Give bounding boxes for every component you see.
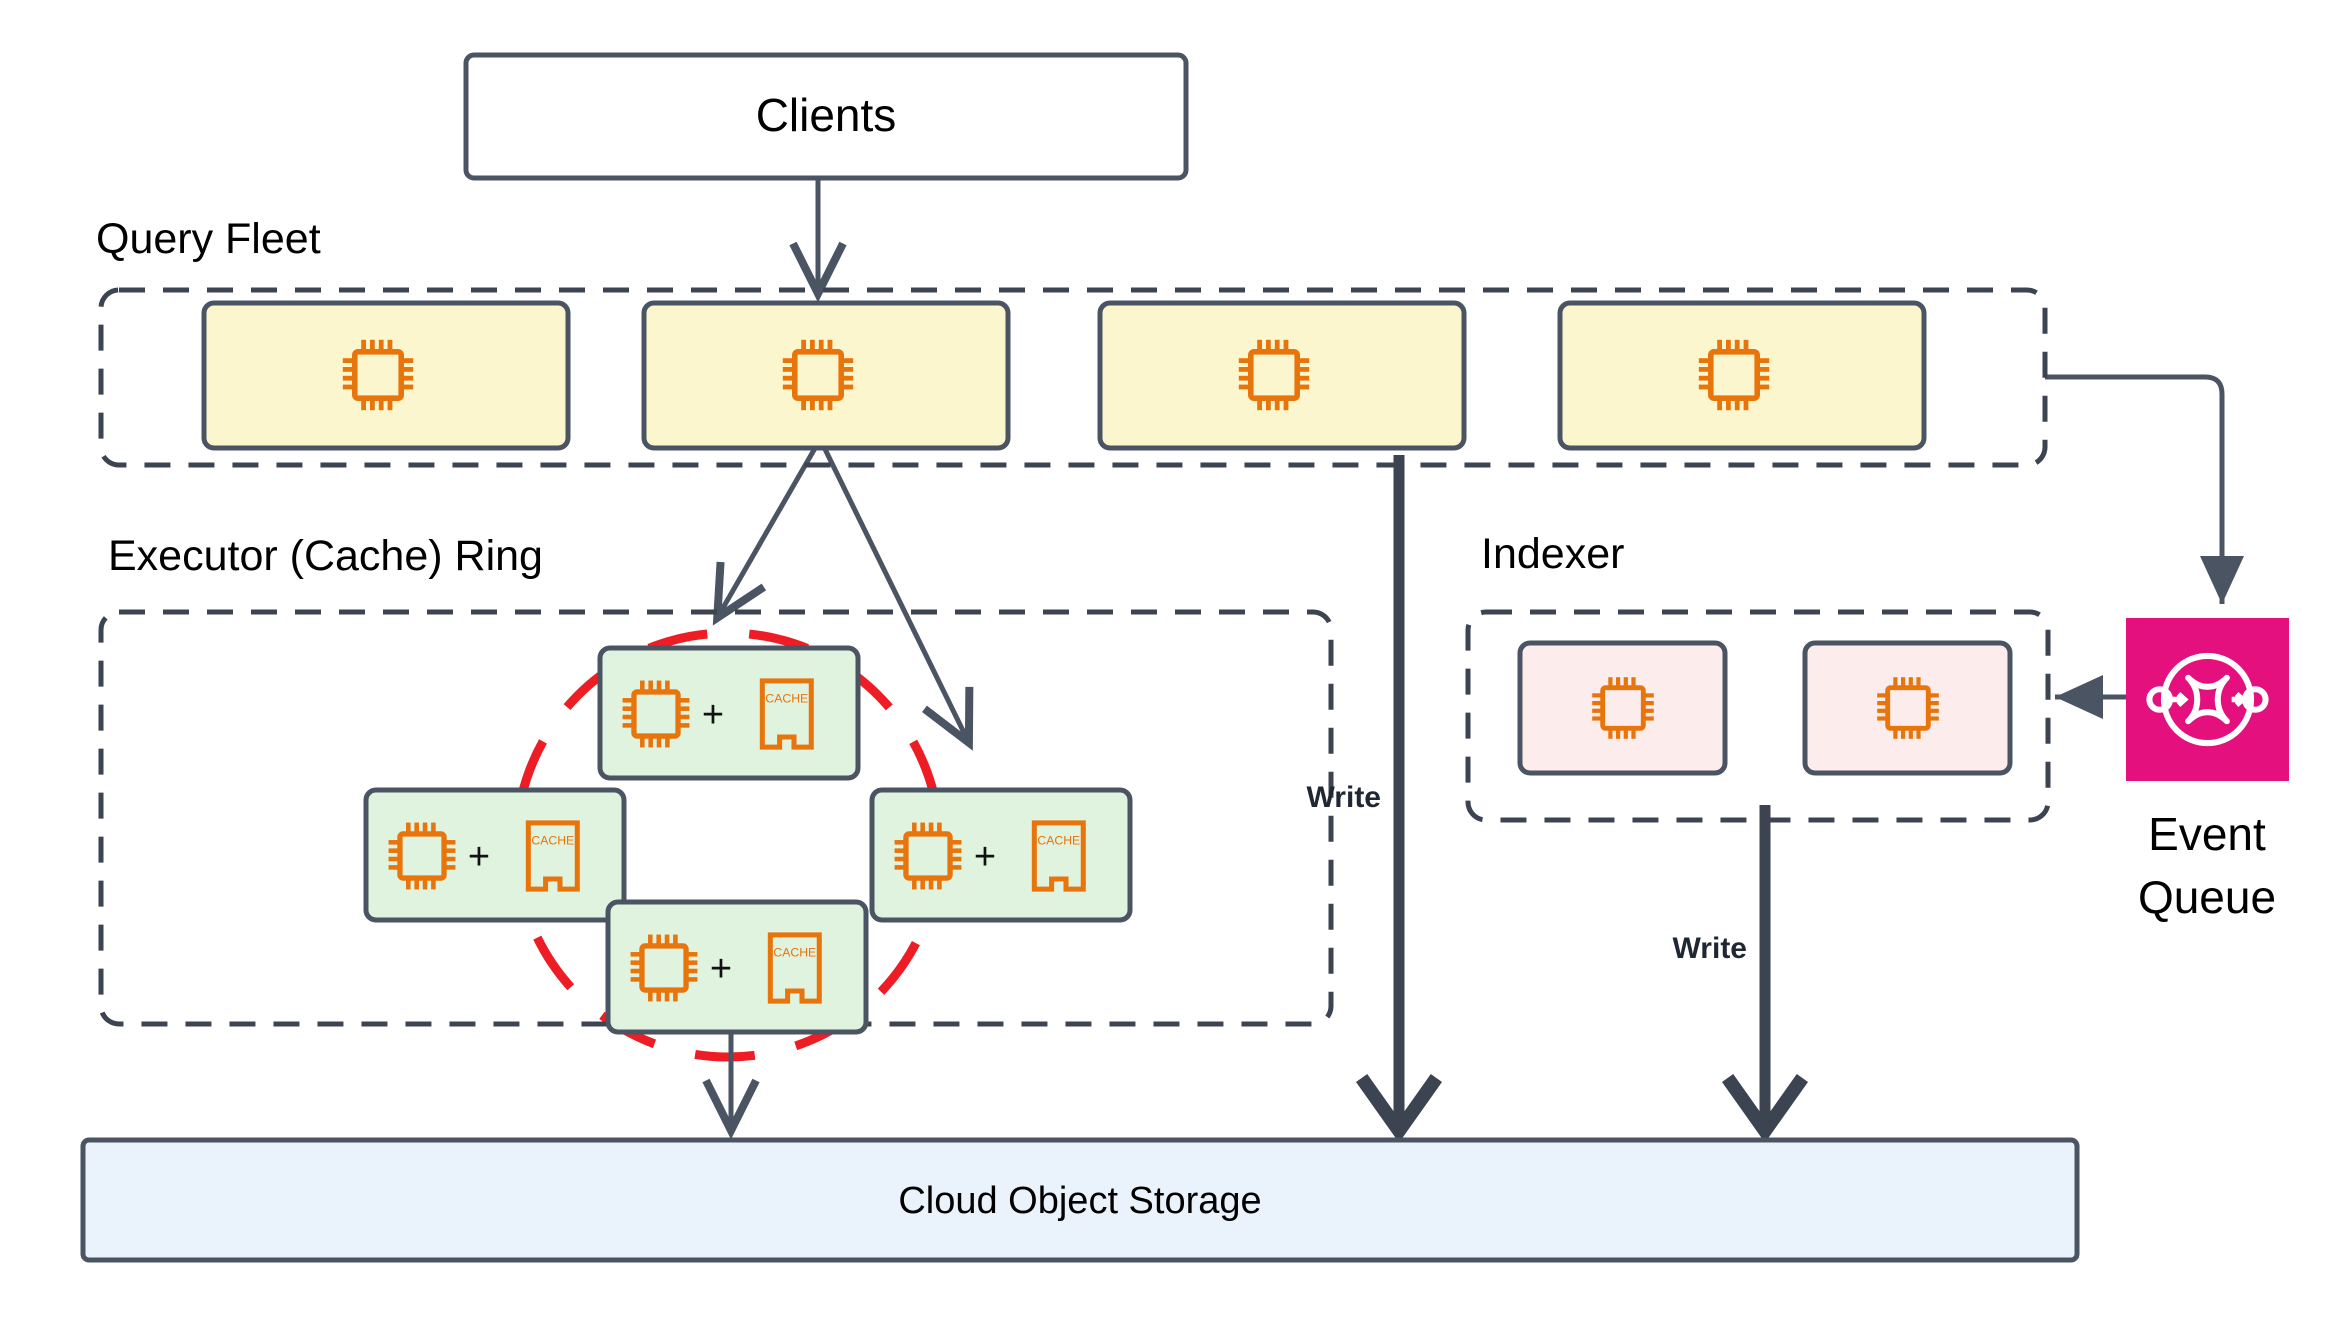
executor-node-shape (597, 645, 861, 781)
cloud-object-storage[interactable]: Cloud Object Storage (80, 1137, 2080, 1263)
executor-node-plus: + (710, 948, 732, 990)
executor-node-plus: + (974, 836, 996, 878)
executor-ring-group-label: Executor (Cache) Ring (108, 532, 543, 580)
query-fleet-node-2[interactable] (641, 300, 1011, 451)
executor-node-left[interactable]: + (363, 787, 627, 923)
indexer-group-box (1465, 609, 2051, 823)
executor-node-bottom[interactable]: + (605, 899, 869, 1035)
cloud-object-storage-label: Cloud Object Storage (898, 1180, 1261, 1222)
query-fleet-group-box (98, 287, 2048, 468)
write-label-indexer: Write (1673, 932, 1747, 965)
edge-query-to-ring-right (819, 441, 974, 751)
executor-node-plus: + (468, 836, 490, 878)
query-fleet-node-shape (641, 300, 1011, 451)
query-fleet-node-shape (201, 300, 571, 451)
query-fleet-node-1[interactable] (201, 300, 571, 451)
cloud-object-storage-shape (80, 1137, 2080, 1263)
indexer-group-label: Indexer (1481, 530, 1624, 578)
edge-query-to-event-queue (2045, 374, 2244, 604)
executor-node-right[interactable]: + (869, 787, 1133, 923)
event-queue[interactable]: Event Queue (2126, 618, 2289, 923)
event-queue-tile (2126, 618, 2289, 781)
executor-node-shape (363, 787, 627, 923)
event-queue-label-line1: Event (2148, 808, 2266, 860)
clients-box[interactable]: Clients (463, 52, 1189, 181)
indexer-node-shape (1802, 640, 2013, 776)
write-label-query: Write (1307, 781, 1381, 814)
query-fleet-node-4[interactable] (1557, 300, 1927, 451)
clients-box-shape (463, 52, 1189, 181)
indexer-node-1[interactable] (1517, 640, 1728, 776)
query-fleet-node-shape (1557, 300, 1927, 451)
indexer-node-shape (1517, 640, 1728, 776)
executor-node-shape (869, 787, 1133, 923)
clients-label: Clients (756, 89, 897, 141)
executor-node-top[interactable]: + (597, 645, 861, 781)
query-fleet-node-3[interactable] (1097, 300, 1467, 451)
executor-node-plus: + (702, 694, 724, 736)
executor-node-shape (605, 899, 869, 1035)
event-queue-label-line2: Queue (2138, 871, 2276, 923)
query-fleet-node-shape (1097, 300, 1467, 451)
edge-query-to-ring-top (712, 441, 821, 626)
query-fleet-group-label: Query Fleet (96, 215, 321, 263)
indexer-node-2[interactable] (1802, 640, 2013, 776)
